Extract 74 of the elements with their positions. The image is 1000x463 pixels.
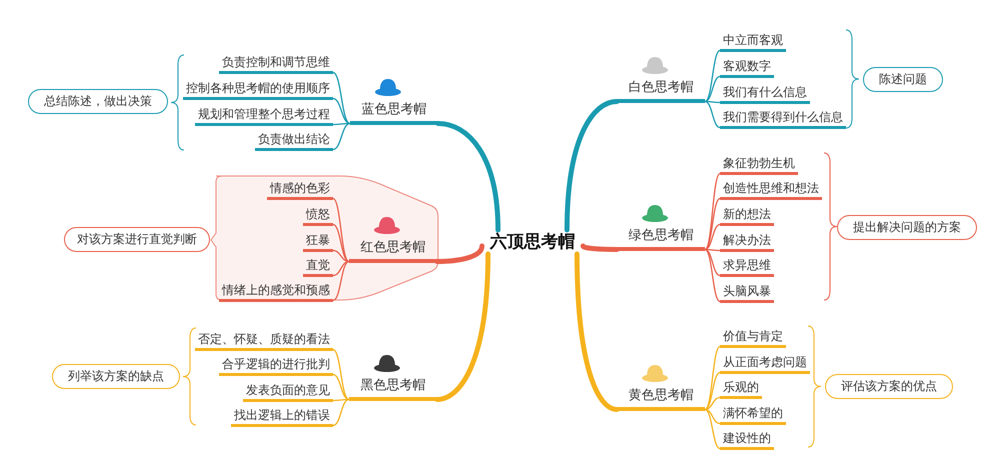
summary-box: 列举该方案的缺点 [52, 364, 180, 389]
subtopic: 客观数字 [720, 56, 774, 78]
branch-line [704, 346, 721, 410]
branch-line [704, 172, 721, 250]
subtopic: 从正面考虑问题 [720, 352, 810, 374]
subtopic: 狂暴 [303, 230, 333, 252]
branch-line [704, 248, 721, 302]
branch-line [704, 50, 721, 102]
subtopic: 求异思维 [720, 255, 774, 277]
branch-topic: 红色思考帽 [349, 238, 437, 263]
branch-line [332, 198, 350, 262]
subtopic: 情感的色彩 [267, 178, 333, 200]
branch-line [332, 72, 351, 124]
subtopic: 发表负面的意见 [243, 380, 333, 402]
branch-line [704, 372, 721, 410]
summary-box: 陈述问题 [863, 67, 943, 92]
branch-topic: 黑色思考帽 [349, 376, 437, 401]
branch-line [704, 198, 721, 250]
branch-line [332, 398, 350, 426]
subtopic: 负责控制和调节思维 [219, 52, 333, 74]
branch-line [580, 244, 620, 252]
subtopic: 控制各种思考帽的使用顺序 [183, 78, 333, 100]
branch-line [704, 76, 721, 102]
subtopic: 新的想法 [720, 204, 774, 226]
subtopic: 规划和管理整个思考过程 [195, 104, 333, 126]
branch-line [704, 408, 721, 450]
branch-line [332, 398, 350, 402]
branch-line [704, 408, 721, 424]
branch-line [704, 224, 721, 250]
branch-line [332, 260, 350, 302]
summary-box: 评估该方案的优点 [825, 374, 953, 399]
subtopic: 合乎逻辑的进行批判 [219, 354, 333, 376]
branch-line [332, 260, 350, 276]
summary-box: 对该方案进行直觉判断 [64, 227, 210, 252]
branch-line [332, 122, 351, 150]
subtopic: 找出逻辑上的错误 [231, 405, 333, 427]
subtopic: 头脑风暴 [720, 281, 774, 303]
subtopic: 直觉 [303, 255, 333, 277]
subtopic: 否定、怀疑、质疑的看法 [195, 329, 333, 351]
subtopic: 情绪上的感觉和预感 [219, 280, 333, 302]
subtopic: 价值与肯定 [720, 326, 786, 348]
subtopic: 负责做出结论 [255, 129, 333, 151]
subtopic: 建设性的 [720, 428, 774, 450]
branch-line [704, 100, 721, 128]
branch-line [436, 121, 500, 232]
subtopic: 解决办法 [720, 230, 774, 252]
subtopic: 愤怒 [303, 204, 333, 226]
branch-line [564, 99, 620, 232]
subtopic: 我们需要得到什么信息 [720, 107, 846, 129]
branch-line [704, 100, 721, 104]
branch-topic: 蓝色思考帽 [350, 100, 438, 125]
subtopic: 创造性思维和想法 [720, 178, 822, 200]
branch-line [332, 250, 350, 262]
subtopic: 乐观的 [720, 377, 762, 399]
branch-topic: 绿色思考帽 [617, 226, 705, 251]
branch-line [704, 396, 721, 410]
branch-line [704, 248, 721, 252]
subtopic: 满怀希望的 [720, 403, 786, 425]
branch-topic: 黄色思考帽 [617, 386, 705, 411]
subtopic: 我们有什么信息 [720, 82, 810, 104]
subtopic: 象征勃勃生机 [720, 153, 798, 175]
branch-line [332, 98, 351, 124]
summary-box: 提出解决问题的方案 [837, 215, 977, 240]
subtopic: 中立而客观 [720, 30, 786, 52]
central-topic: 六顶思考帽 [484, 228, 581, 256]
summary-box: 总结陈述，做出决策 [28, 89, 168, 114]
branch-line [434, 252, 490, 402]
branch-line [332, 348, 350, 400]
branch-line [332, 374, 350, 400]
branch-line [332, 122, 351, 126]
branch-line [704, 248, 721, 276]
branch-line [434, 244, 484, 264]
branch-topic: 白色思考帽 [617, 78, 705, 103]
branch-line [332, 224, 350, 262]
